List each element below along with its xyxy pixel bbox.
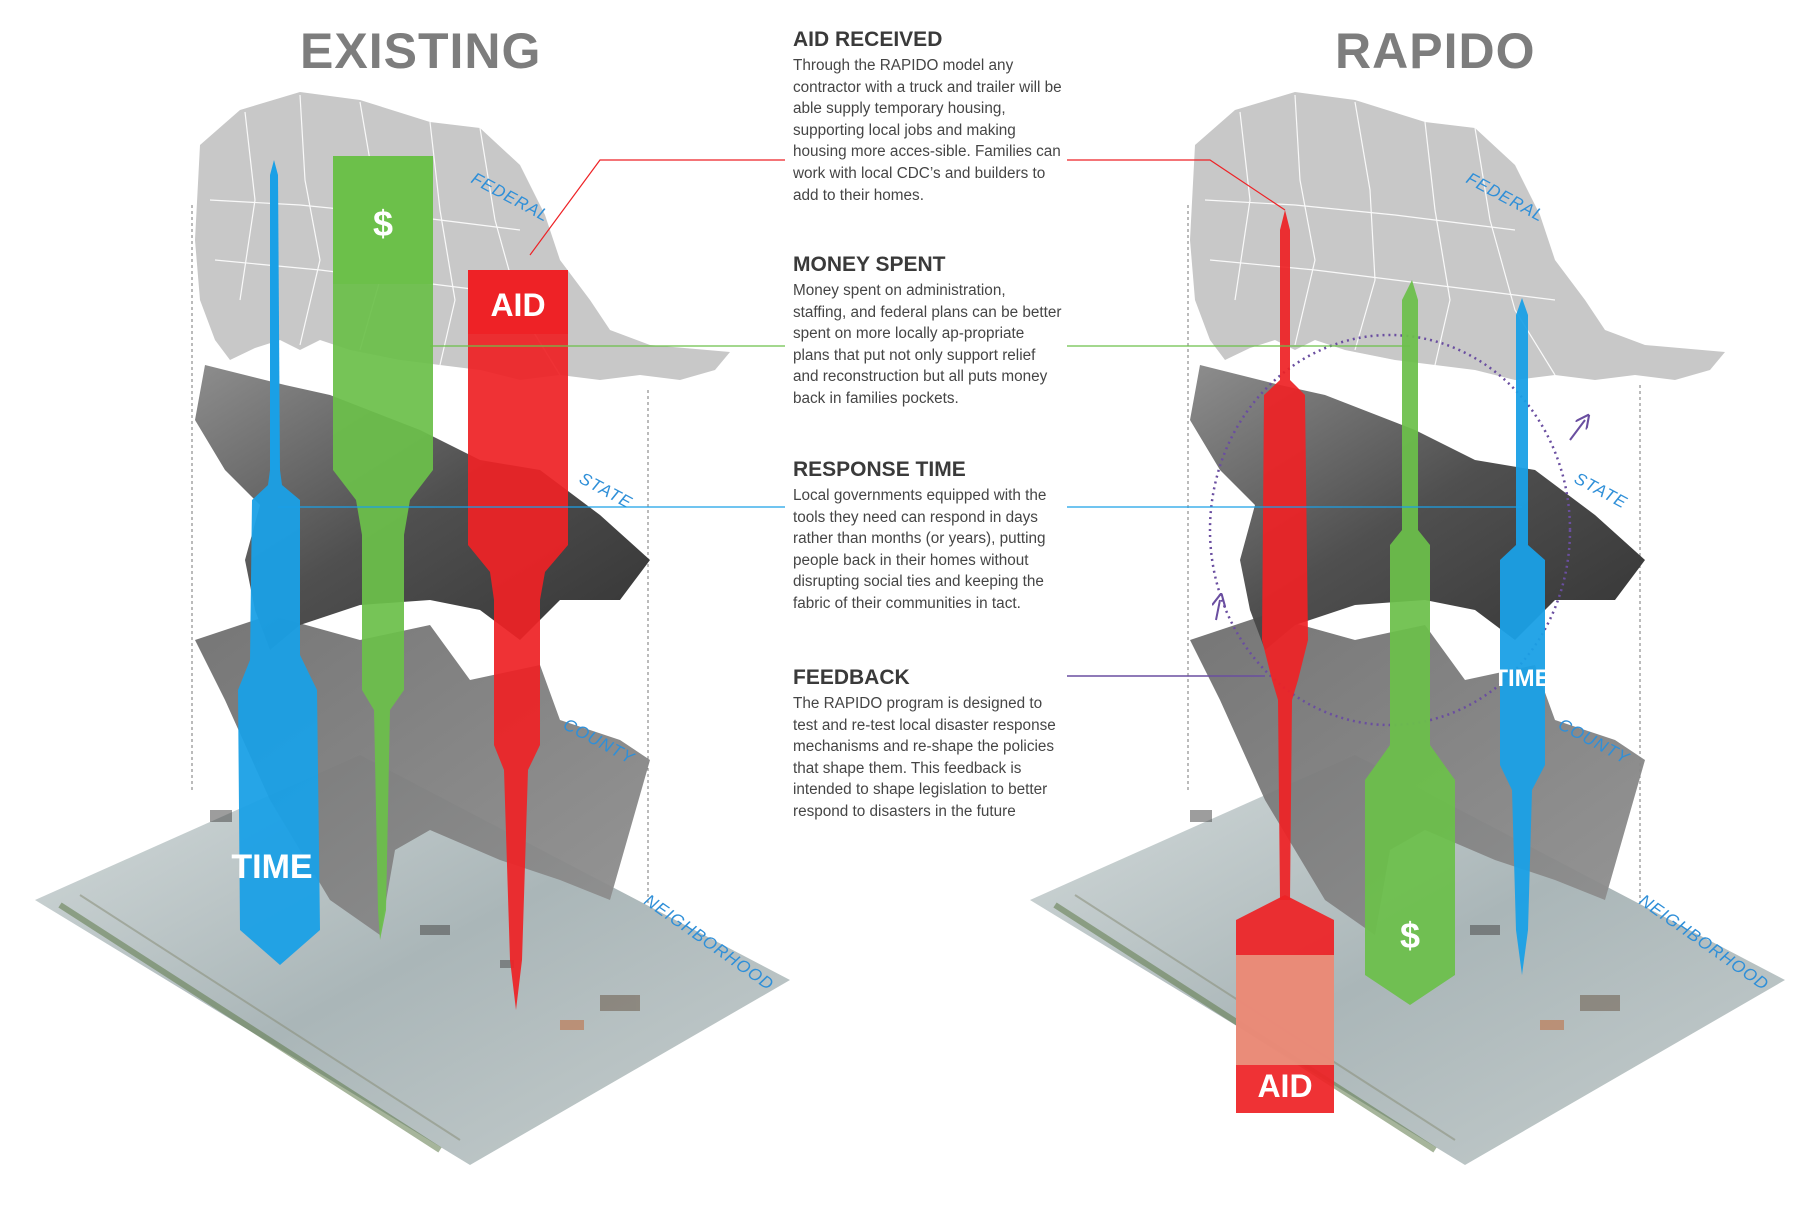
federal-layer-right (1190, 92, 1725, 380)
connector-lines (278, 159, 1522, 677)
neighborhood-layer-left (35, 755, 790, 1165)
response-time-heading: RESPONSE TIME (793, 458, 966, 481)
aid-received-body: Through the RAPIDO model any contractor … (793, 57, 1062, 204)
money-spent-heading: MONEY SPENT (793, 253, 946, 276)
connector-aid-right (1067, 159, 1286, 211)
money-bar-right-label: $ (1400, 915, 1420, 956)
money-spent-block: MONEY SPENT Money spent on administratio… (793, 253, 1063, 410)
money-bar-left-label: $ (373, 203, 393, 244)
rapido-stack: AID $ TIME FEDERAL STATE COUNTY NEIGHBOR… (1030, 92, 1785, 1165)
title-existing: EXISTING (300, 23, 542, 79)
response-time-block: RESPONSE TIME Local governments equipped… (793, 458, 1063, 615)
aid-bar-right-label: AID (1257, 1068, 1312, 1104)
aid-bar-left-label: AID (490, 287, 545, 323)
feedback-arrow-top (1569, 420, 1585, 441)
aid-bar-left: AID (468, 270, 568, 1010)
flood-photo-texture-left (58, 810, 640, 1153)
time-bar-right-label: TIME (1493, 665, 1550, 692)
feedback-heading: FEEDBACK (793, 666, 910, 689)
time-bar-left-label: TIME (231, 848, 312, 886)
federal-layer-left (195, 92, 730, 380)
time-bar-left: TIME (231, 160, 320, 965)
existing-stack: TIME $ AID FEDERAL STATE COUNTY NEIGHBOR… (35, 92, 790, 1165)
aid-received-heading: AID RECEIVED (793, 28, 943, 51)
feedback-arrow-bottom (1216, 600, 1220, 621)
connector-aid-left (529, 159, 785, 256)
money-bar-right: $ (1365, 280, 1455, 1005)
money-spent-body: Money spent on administration, staffing,… (793, 282, 1062, 407)
feedback-body: The RAPIDO program is designed to test a… (793, 695, 1056, 820)
time-bar-right: TIME (1493, 298, 1551, 975)
aid-received-block: AID RECEIVED Through the RAPIDO model an… (793, 28, 1063, 206)
aid-bar-right: AID (1236, 210, 1334, 1113)
feedback-block: FEEDBACK The RAPIDO program is designed … (793, 666, 1063, 823)
response-time-body: Local governments equipped with the tool… (793, 487, 1047, 612)
state-borders-right (1204, 94, 1556, 376)
title-rapido: RAPIDO (1335, 23, 1536, 79)
money-bar-left: $ (333, 156, 433, 940)
